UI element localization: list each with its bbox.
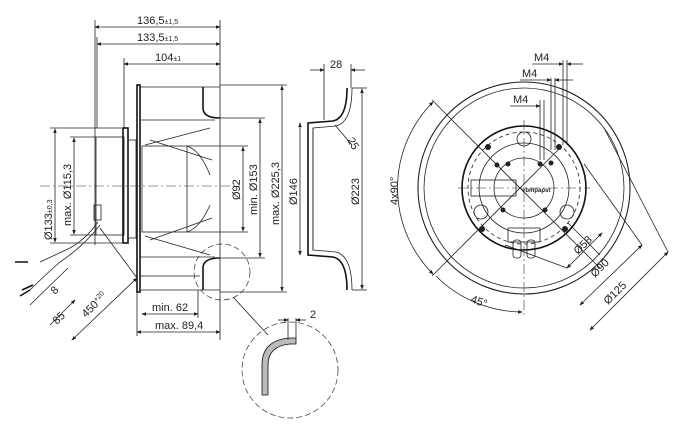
m4-label-3: M4 <box>534 52 549 64</box>
cable-8-label: 8 <box>49 284 62 297</box>
m4-label-1: M4 <box>513 94 528 106</box>
dia-92-label: Ø92 <box>231 179 243 200</box>
angle-45-label: 45° <box>469 294 489 311</box>
side-view: 136,5±1,5 133,5±1,5 104±1 <box>15 15 287 341</box>
cable-85-label: 85 <box>51 310 68 327</box>
dim-133-label: 133,5±1,5 <box>137 32 178 44</box>
inlet-ring-view: 28 25 Ø146 Ø223 <box>288 59 367 291</box>
min-62-label: min. 62 <box>152 302 188 314</box>
m4-label-2: M4 <box>522 68 537 80</box>
detail-2-label: 2 <box>310 309 316 321</box>
front-view: ebmpapst M4 M4 M4 4x90° 45° <box>389 52 669 331</box>
detail-view: 2 <box>241 309 339 419</box>
dia-125-label: Ø125 <box>602 280 630 308</box>
motor-side <box>93 127 137 244</box>
dim-136-label: 136,5±1,5 <box>137 15 178 27</box>
cable <box>15 221 101 297</box>
detail-marker-circle <box>193 243 251 301</box>
dia-58-label: Ø58 <box>572 234 595 257</box>
dia-133-label: Ø133±0,3 <box>43 199 55 240</box>
dim-104-label: 104±1 <box>155 52 181 64</box>
ring-28-label: 28 <box>330 59 342 71</box>
dia-max-225-label: max. Ø225,3 <box>270 162 282 225</box>
ring-146-label: Ø146 <box>288 178 300 205</box>
ring-223-label: Ø223 <box>350 178 362 205</box>
impeller-side <box>136 84 221 293</box>
ring-25-label: 25 <box>344 136 361 153</box>
dia-min-153-label: min. Ø153 <box>248 164 260 215</box>
mounting-holes <box>479 144 568 232</box>
angle-4x90-label: 4x90° <box>389 177 401 205</box>
max-89-label: max. 89,4 <box>155 320 203 332</box>
connector-block <box>470 179 517 197</box>
brand-logo: ebmpapst <box>522 188 550 194</box>
cable-450-label: 450+20 <box>80 290 110 320</box>
dia-max-115-label: max. Ø115,3 <box>62 164 74 226</box>
